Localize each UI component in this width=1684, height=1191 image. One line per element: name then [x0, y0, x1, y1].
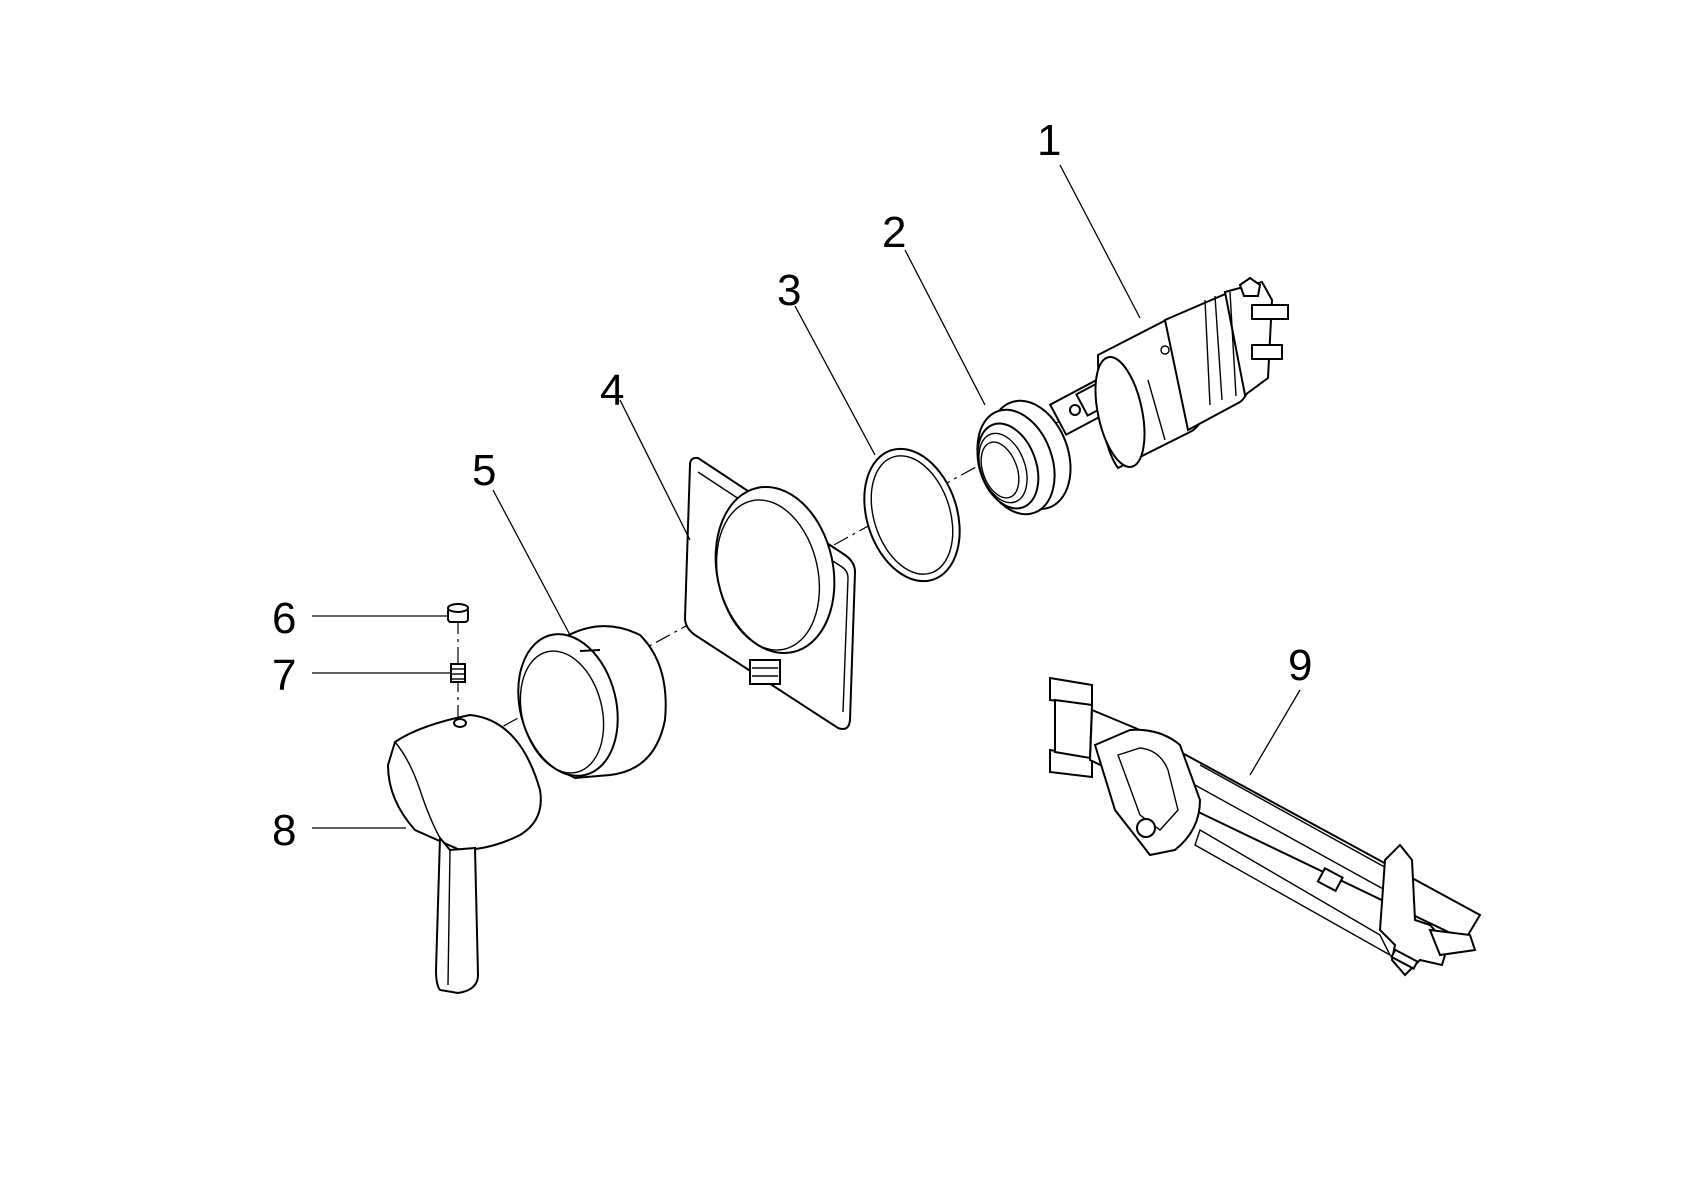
part-5-rosette-sleeve	[517, 625, 667, 780]
callout-1: 1	[1037, 116, 1061, 165]
part-6-cap	[447, 603, 469, 623]
callout-9: 9	[1288, 641, 1312, 690]
leader-line-2	[904, 249, 986, 406]
part-8-lever-handle	[386, 713, 542, 995]
callout-6: 6	[272, 594, 296, 643]
callout-8: 8	[272, 806, 296, 855]
leader-line-1	[1059, 164, 1141, 319]
callout-7: 7	[272, 651, 296, 700]
callout-3: 3	[777, 266, 801, 315]
callout-2: 2	[882, 208, 906, 257]
callout-4: 4	[600, 366, 624, 415]
leader-line-9	[1249, 689, 1301, 776]
leader-line-3	[794, 305, 876, 456]
part-4-escutcheon-plate	[683, 456, 857, 730]
part-2-threaded-nut	[976, 399, 1072, 516]
leader-line-5	[492, 489, 571, 636]
part-7-set-screw	[450, 663, 466, 683]
callout-5: 5	[472, 446, 496, 495]
part-1-cartridge	[1048, 276, 1289, 470]
part-3-o-ring	[863, 447, 961, 583]
part-9-wrench-tool	[1049, 676, 1482, 977]
leader-line-4	[619, 399, 691, 541]
